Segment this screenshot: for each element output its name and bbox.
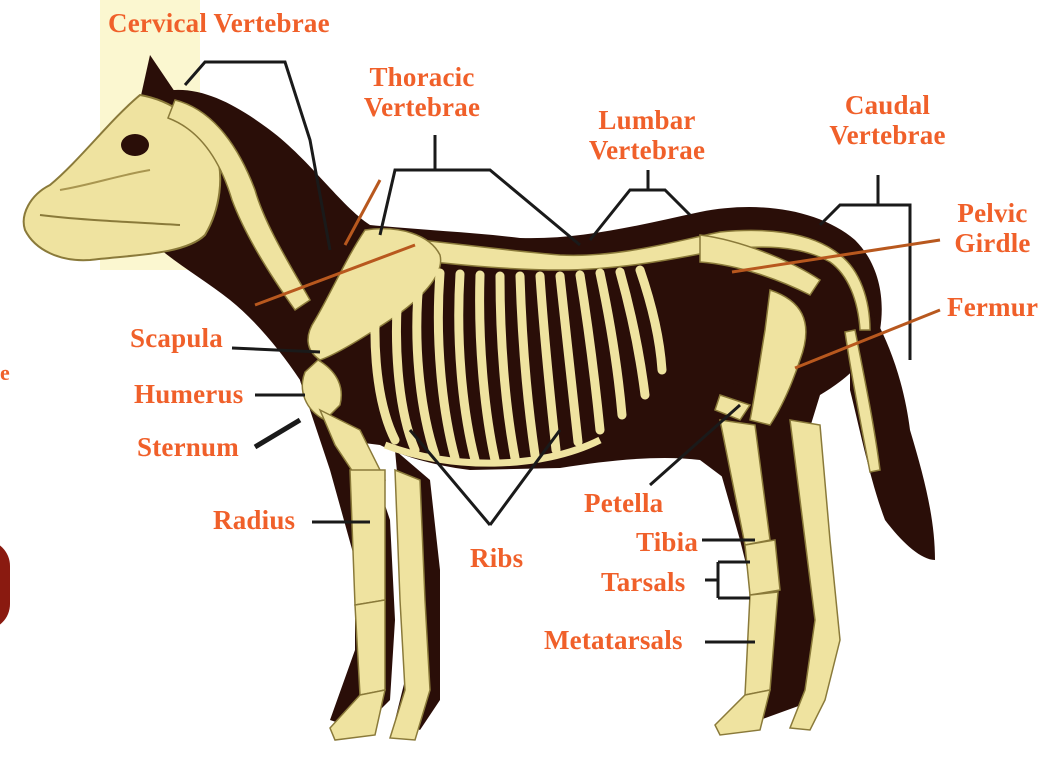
eye-socket <box>121 134 149 156</box>
label-pelvic-line1: Pelvic <box>945 198 1040 228</box>
label-thoracic-line1: Thoracic <box>352 62 492 92</box>
label-caudal-vertebrae: Caudal Vertebrae <box>815 90 960 150</box>
label-pelvic-girdle: Pelvic Girdle <box>945 198 1040 258</box>
label-lumbar-vertebrae: Lumbar Vertebrae <box>572 105 722 165</box>
tarsals-leader <box>705 562 750 598</box>
label-lumbar-line1: Lumbar <box>572 105 722 135</box>
label-humerus: Humerus <box>134 379 243 409</box>
label-tarsals: Tarsals <box>601 567 685 597</box>
label-sternum: Sternum <box>137 432 239 462</box>
label-radius: Radius <box>213 505 295 535</box>
label-lumbar-line2: Vertebrae <box>572 135 722 165</box>
radius-bone <box>350 470 385 605</box>
hind-hoof-bones <box>715 690 770 735</box>
label-ribs: Ribs <box>470 543 523 573</box>
label-metatarsals: Metatarsals <box>544 625 683 655</box>
label-caudal-line1: Caudal <box>815 90 960 120</box>
label-pelvic-line2: Girdle <box>945 228 1040 258</box>
sternum-leader <box>255 420 300 447</box>
tarsal-bones <box>745 540 780 595</box>
label-thoracic-line2: Vertebrae <box>352 92 492 122</box>
label-femur: Fermur <box>947 292 1038 322</box>
label-tibia: Tibia <box>636 527 698 557</box>
label-scapula: Scapula <box>130 323 223 353</box>
label-thoracic-vertebrae: Thoracic Vertebrae <box>352 62 492 122</box>
label-patella: Petella <box>584 488 663 518</box>
label-cervical-vertebrae: Cervical Vertebrae <box>108 8 330 38</box>
label-caudal-line2: Vertebrae <box>815 120 960 150</box>
